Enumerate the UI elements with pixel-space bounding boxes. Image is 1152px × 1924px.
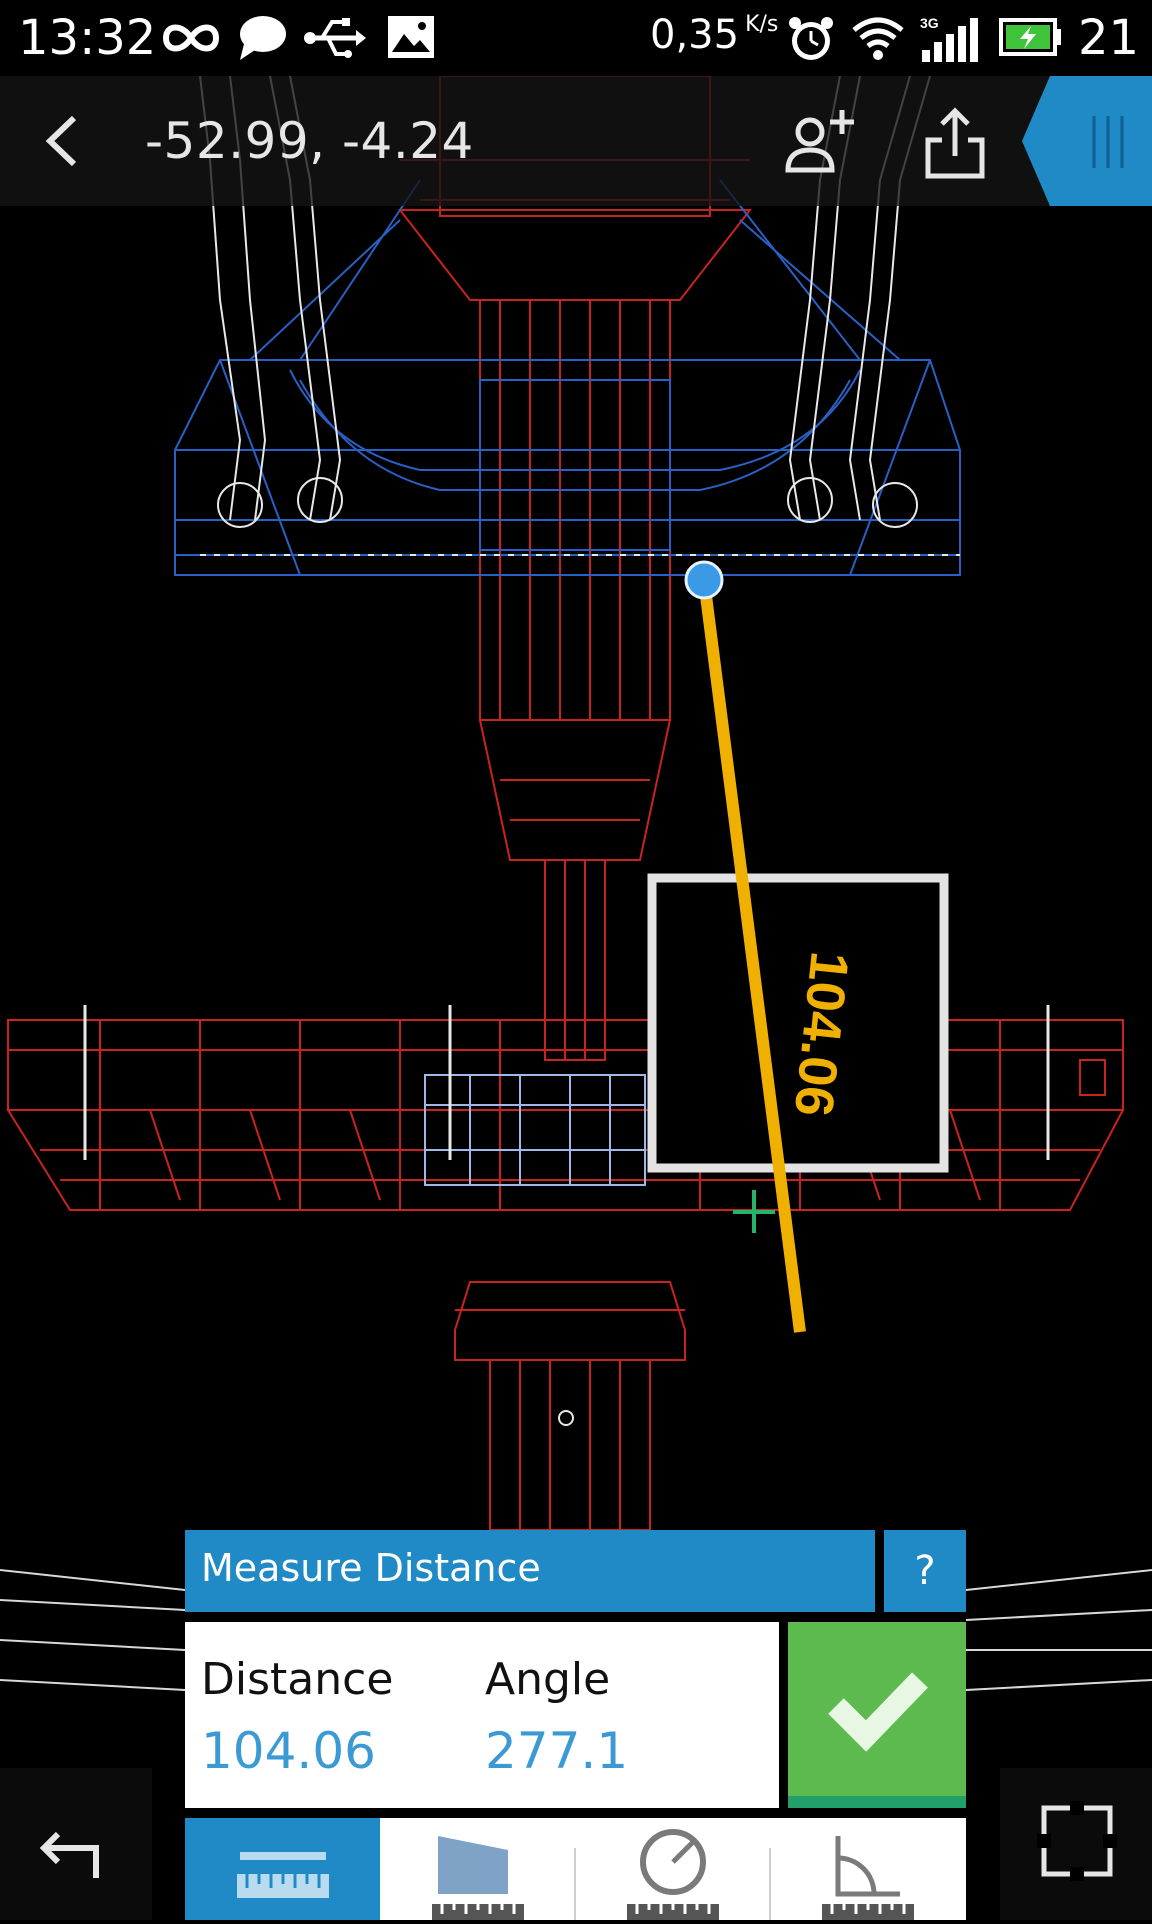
- magnifier-box: [647, 873, 949, 1173]
- crosshair-icon: [733, 1190, 775, 1233]
- measure-results: Distance 104.06 Angle 277.1: [185, 1622, 779, 1808]
- ruler-line-icon: [237, 1852, 329, 1898]
- measure-distance-tool[interactable]: [185, 1818, 380, 1920]
- target-marker: [558, 1410, 574, 1426]
- usb-icon: [304, 18, 366, 58]
- distance-value: 104.06: [201, 1722, 376, 1780]
- fullscreen-button[interactable]: [1000, 1768, 1152, 1920]
- bottom-cables: [0, 1569, 1152, 1691]
- angle-value: 277.1: [485, 1722, 629, 1780]
- distance-label: Distance: [201, 1654, 394, 1705]
- battery-icon: [999, 18, 1061, 56]
- undo-button[interactable]: [0, 1768, 152, 1920]
- back-arrow-icon[interactable]: [30, 106, 100, 176]
- center-cell: [424, 1074, 646, 1186]
- measure-radius-tool[interactable]: [575, 1818, 770, 1920]
- status-time: 13:32: [18, 10, 157, 66]
- confirm-button[interactable]: [788, 1622, 966, 1808]
- undo-icon: [39, 1831, 99, 1878]
- battery-percent: 21: [1078, 10, 1140, 66]
- message-icon: [240, 16, 286, 60]
- measure-line[interactable]: [698, 579, 806, 1333]
- top-toolbar: -52.99, -4.24: [0, 76, 1152, 206]
- share-icon[interactable]: [920, 104, 990, 184]
- network-type: 3G: [920, 15, 939, 31]
- wifi-icon: [852, 17, 904, 60]
- tab-divider: [574, 1848, 576, 1920]
- net-speed-value: 0,35: [650, 12, 740, 58]
- signal-icon: 3G: [920, 15, 978, 62]
- measure-panel-title: Measure Distance: [201, 1546, 541, 1590]
- angle-label: Angle: [485, 1654, 611, 1705]
- ruler-angle-icon: [822, 1836, 914, 1920]
- image-icon: [388, 16, 434, 58]
- ruler-circle-icon: [627, 1829, 719, 1920]
- drawer-handle-icon[interactable]: [1022, 76, 1152, 206]
- infinity-icon: [162, 24, 220, 52]
- add-user-icon[interactable]: [780, 104, 860, 184]
- measure-tool-tabs: [185, 1818, 966, 1920]
- measure-panel-header: Measure Distance: [185, 1530, 875, 1612]
- measure-start-point[interactable]: [684, 560, 724, 600]
- measure-angle-tool[interactable]: [770, 1818, 965, 1920]
- help-button[interactable]: ?: [884, 1530, 966, 1612]
- fullscreen-icon: [1037, 1801, 1117, 1881]
- alarm-icon: [789, 17, 833, 60]
- cursor-coordinates: -52.99, -4.24: [145, 112, 474, 170]
- deck-posts: [83, 1005, 1050, 1160]
- tab-divider: [769, 1848, 771, 1920]
- confirm-underline: [788, 1796, 966, 1808]
- ruler-area-icon: [432, 1836, 524, 1920]
- measure-area-tool[interactable]: [380, 1818, 575, 1920]
- net-speed-unit: K/s: [745, 12, 779, 37]
- check-icon: [828, 1672, 928, 1752]
